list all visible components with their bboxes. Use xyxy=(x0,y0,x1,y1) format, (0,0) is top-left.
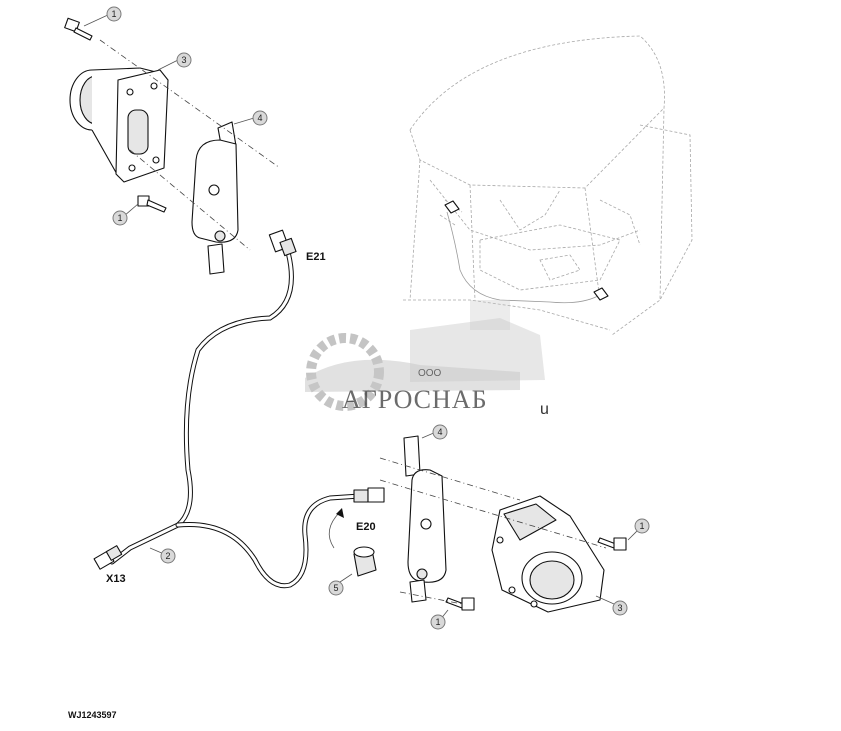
svg-text:3: 3 xyxy=(181,55,186,65)
callout-3-upper: 3 xyxy=(176,52,192,68)
label-e21: E21 xyxy=(306,251,326,263)
upper-lamp-assembly xyxy=(64,13,281,275)
svg-text:1: 1 xyxy=(111,9,116,19)
wiring-harness xyxy=(93,229,385,589)
mounting-bracket-upper xyxy=(191,121,239,275)
connector-e20 xyxy=(353,487,385,503)
svg-text:1: 1 xyxy=(117,213,122,223)
lamp-housing-lower xyxy=(491,495,605,613)
watermark-prefix: ООО xyxy=(418,368,442,379)
figure-code: WJ1243597 xyxy=(68,710,117,720)
svg-text:4: 4 xyxy=(437,427,442,437)
svg-text:5: 5 xyxy=(333,583,338,593)
svg-text:1: 1 xyxy=(639,521,644,531)
callout-1-right: 1 xyxy=(634,518,650,534)
callout-5-plug: 5 xyxy=(328,580,344,596)
bolt-icon xyxy=(597,537,627,551)
tractor-cab-illustration xyxy=(403,35,693,336)
watermark-company-name: АГРОСНАБ xyxy=(342,385,488,414)
bolt-icon xyxy=(137,195,167,213)
arrow-icon xyxy=(336,508,344,518)
svg-text:2: 2 xyxy=(165,551,170,561)
label-x13: X13 xyxy=(106,573,126,585)
svg-text:1: 1 xyxy=(435,617,440,627)
svg-text:3: 3 xyxy=(617,603,622,613)
svg-text:4: 4 xyxy=(257,113,262,123)
watermark-suffix: u xyxy=(540,401,549,418)
rubber-plug xyxy=(353,546,377,577)
mounting-bracket-lower xyxy=(403,435,447,603)
connector-x13 xyxy=(93,545,123,570)
callout-1-left: 1 xyxy=(112,210,128,226)
lower-lamp-assembly xyxy=(379,431,641,621)
watermark-logo: ООО АГРОСНАБ u xyxy=(305,300,549,418)
callout-3-lower: 3 xyxy=(612,600,628,616)
label-e20: E20 xyxy=(356,521,376,533)
callout-1-top: 1 xyxy=(106,6,122,22)
callout-4-lower: 4 xyxy=(432,424,448,440)
callout-1-bottom: 1 xyxy=(430,614,446,630)
connector-e21 xyxy=(268,229,297,257)
lamp-housing-upper xyxy=(69,67,169,183)
callout-2-harness: 2 xyxy=(160,548,176,564)
callout-4-upper: 4 xyxy=(252,110,268,126)
bolt-icon xyxy=(64,17,93,41)
